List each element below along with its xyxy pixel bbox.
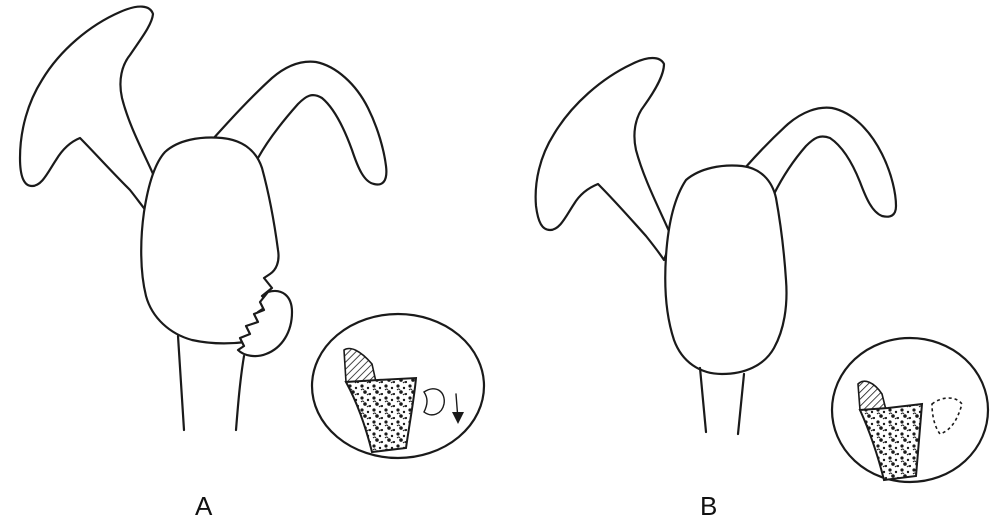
panel-a-label: A xyxy=(195,493,212,519)
panel-b-label: B xyxy=(700,493,717,519)
panel-a xyxy=(20,7,484,458)
panel-b-neck-left xyxy=(700,368,706,432)
panel-a-inset xyxy=(312,314,484,458)
panel-b-neck-right xyxy=(738,374,744,434)
panel-a-left-process xyxy=(20,7,160,218)
panel-b xyxy=(536,58,988,482)
panel-b-inset xyxy=(832,338,988,482)
panel-b-glenoid xyxy=(665,166,786,374)
panel-b-left-process xyxy=(536,58,672,260)
panel-a-neck-right xyxy=(236,356,244,430)
panel-a-neck-left xyxy=(178,336,184,430)
